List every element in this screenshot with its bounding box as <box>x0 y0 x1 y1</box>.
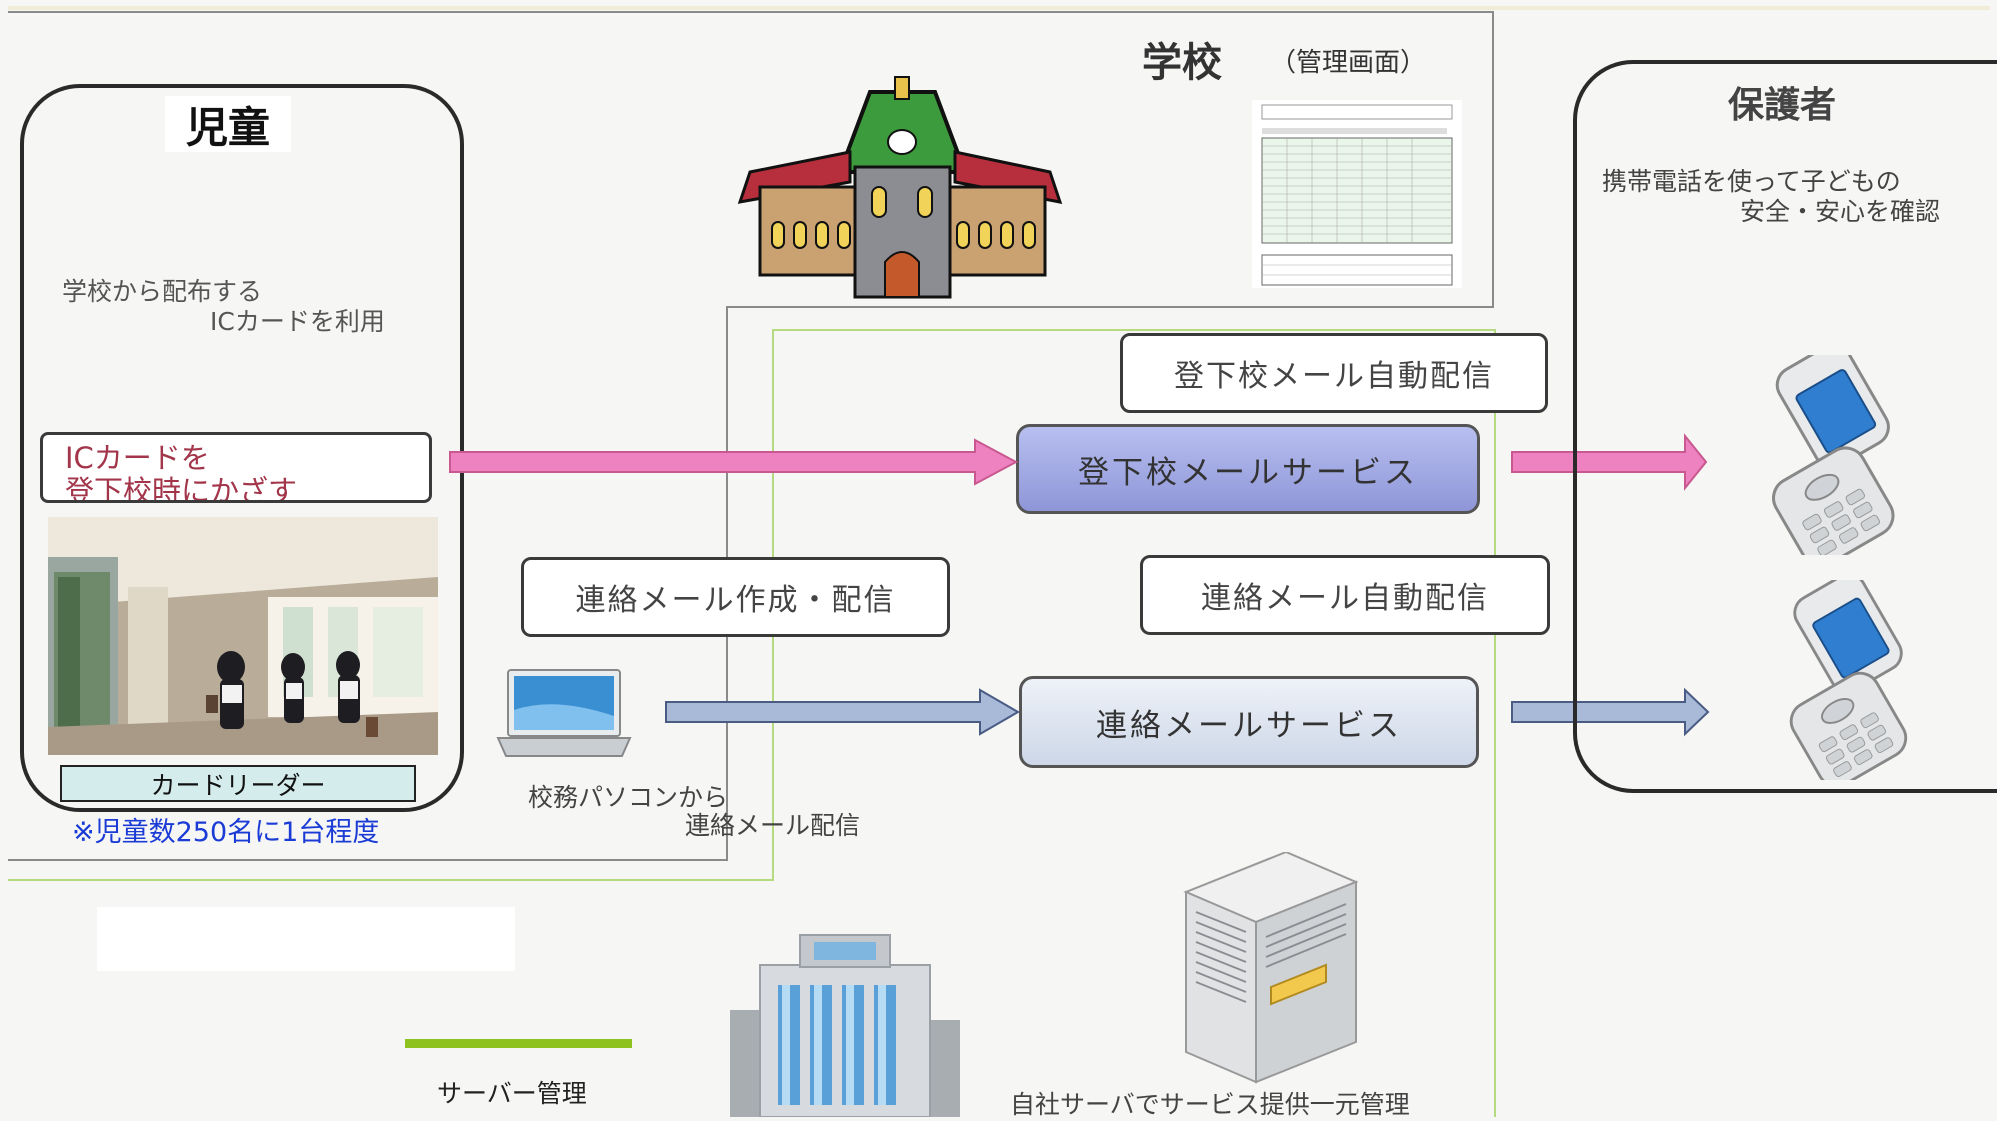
ic-card-box: ICカードを 登下校時にかざす <box>40 432 432 503</box>
card-reader-label: カードリーダー <box>60 765 416 802</box>
school-building-icon <box>737 76 1063 299</box>
admin-screen-thumbnail <box>1252 100 1462 288</box>
compose-mail-box: 連絡メール作成・配信 <box>521 557 950 637</box>
blue-arrow-to-guardian <box>1511 687 1710 737</box>
ic-card-line2: 登下校時にかざす <box>65 474 298 503</box>
guardian-panel <box>1573 60 1997 793</box>
server-caption: 自社サーバでサービス提供一元管理 <box>1010 1090 1410 1119</box>
child-panel <box>20 84 464 812</box>
pink-arrow-to-guardian <box>1511 433 1708 491</box>
pink-arrow-to-attendance <box>449 438 1019 486</box>
students-photo <box>48 517 438 755</box>
auto-attendance-label: 登下校メール自動配信 <box>1120 333 1548 413</box>
laptop-icon <box>496 669 632 757</box>
pc-caption-line1: 校務パソコンから <box>528 783 729 812</box>
blank-white-box <box>97 907 515 971</box>
child-title: 児童 <box>165 96 291 152</box>
attendance-mail-service: 登下校メールサービス <box>1016 424 1480 514</box>
child-desc-line1: 学校から配布する <box>62 277 263 306</box>
school-subtitle: （管理画面） <box>1270 48 1427 78</box>
auto-contact-label: 連絡メール自動配信 <box>1140 555 1550 635</box>
server-legend-label: サーバー管理 <box>437 1079 587 1108</box>
child-desc-line2: ICカードを利用 <box>210 307 385 336</box>
contact-mail-service: 連絡メールサービス <box>1019 676 1479 768</box>
office-building-icon <box>730 934 960 1117</box>
mobile-phone-icon-1 <box>1772 355 1895 555</box>
ic-card-line1: ICカードを <box>65 441 210 475</box>
guardian-desc-line2: 安全・安心を確認 <box>1740 197 1941 226</box>
school-region-border <box>8 11 1494 861</box>
guardian-title: 保護者 <box>1728 85 1837 126</box>
server-legend-line <box>405 1039 632 1048</box>
mobile-phone-icon-2 <box>1789 580 1908 780</box>
school-title: 学校 <box>1142 40 1222 86</box>
server-tower-icon <box>1183 852 1359 1084</box>
pc-caption-line2: 連絡メール配信 <box>685 811 861 840</box>
card-reader-note: ※児童数250名に1台程度 <box>72 817 380 848</box>
blue-arrow-to-contact <box>665 688 1020 736</box>
guardian-desc-line1: 携帯電話を使って子どもの <box>1602 167 1901 196</box>
